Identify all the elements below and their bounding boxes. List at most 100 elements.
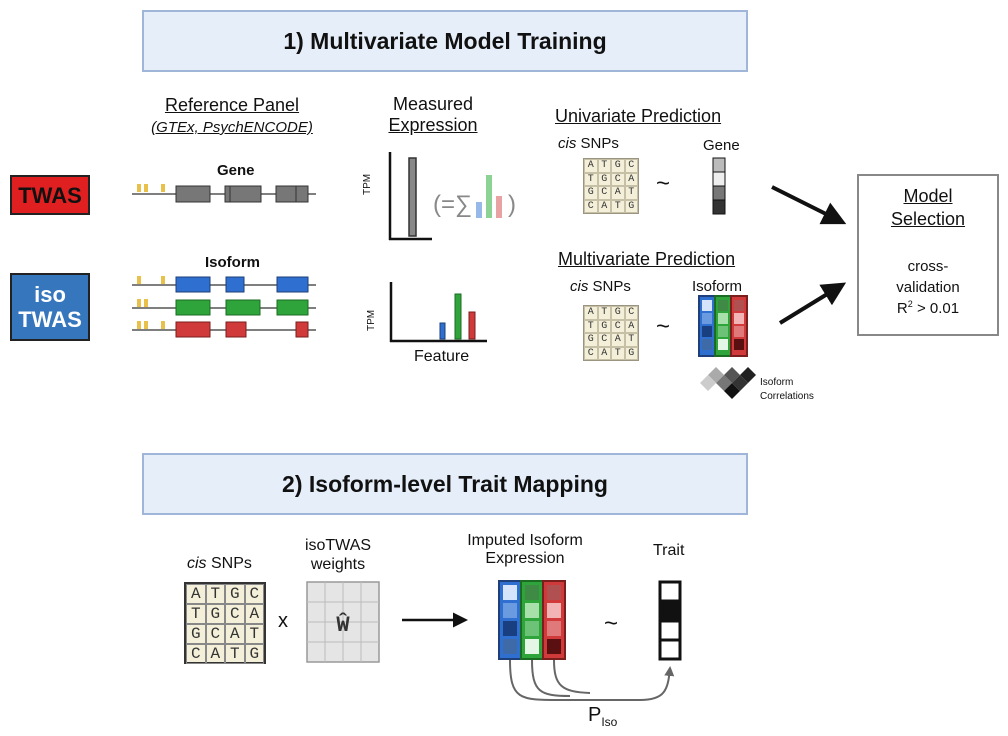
univariate-title: Univariate Prediction — [555, 106, 722, 126]
weights-matrix: Ŵ — [306, 581, 380, 663]
trait-vector — [658, 580, 682, 661]
snp-cell: T — [597, 306, 611, 320]
snp-cell: A — [186, 584, 206, 604]
snp-cell: G — [584, 186, 598, 200]
snp-cell: A — [597, 346, 611, 360]
snp-cell: C — [611, 319, 625, 333]
reference-panel-subtitle: (GTEx, PsychENCODE) — [151, 119, 313, 136]
reference-panel-title: Reference Panel — [164, 95, 300, 115]
snp-cell: T — [597, 159, 611, 173]
snp-cell: A — [584, 306, 598, 320]
iso-label-line1: iso — [34, 282, 66, 307]
snp-cell: T — [611, 199, 625, 213]
snp-cell: G — [186, 624, 206, 644]
snp-cell: C — [244, 584, 264, 604]
sum-open: (=∑ — [433, 191, 473, 218]
univariate-arrow — [771, 185, 847, 225]
gene-label: Gene — [217, 162, 255, 179]
snp-cell: C — [624, 306, 638, 320]
multivariate-arrow — [778, 282, 847, 325]
snp-cell: C — [205, 624, 225, 644]
isoform-correlations-icon — [700, 367, 756, 399]
sum-close: ) — [508, 191, 516, 218]
snp-cell: A — [624, 172, 638, 186]
imputed-isoform-matrix — [498, 580, 566, 660]
snp-cell: T — [205, 584, 225, 604]
snp-cell: G — [225, 584, 245, 604]
snp-cell: T — [225, 644, 245, 664]
univariate-gene-label: Gene — [703, 137, 740, 154]
snp-cell: C — [597, 333, 611, 347]
snp-cell: T — [186, 604, 206, 624]
twas-tag: TWAS — [10, 175, 90, 215]
mapping-cis-label: cis SNPs — [187, 555, 252, 572]
model-selection-line3: R2 > 0.01 — [896, 299, 960, 317]
tpm-axis-label-1: TPM — [362, 173, 373, 195]
gene-expression-vector — [712, 157, 726, 215]
p-iso-label: PIso — [588, 704, 618, 729]
snp-cell: A — [584, 159, 598, 173]
snp-cell: G — [597, 319, 611, 333]
section1-banner: 1) Multivariate Model Training — [142, 10, 748, 72]
model-selection-box — [857, 174, 999, 336]
iso-label-line2: TWAS — [18, 307, 82, 332]
univariate-tilde: ~ — [656, 170, 671, 197]
snp-cell: A — [244, 604, 264, 624]
snp-cell: A — [225, 624, 245, 644]
times-sign: x — [278, 610, 288, 632]
snp-cell: C — [225, 604, 245, 624]
tpm-axis-label-2: TPM — [366, 309, 377, 331]
snp-cell: G — [205, 604, 225, 624]
trait-label: Trait — [653, 542, 685, 559]
snp-cell: G — [611, 159, 625, 173]
snp-cell: C — [597, 186, 611, 200]
snp-cell: G — [244, 644, 264, 664]
snp-cell: A — [624, 319, 638, 333]
isoform-expression-chart — [389, 282, 487, 343]
snp-cell: C — [584, 346, 598, 360]
isoform-correlations-label-1: Isoform — [760, 377, 794, 388]
isoform-label: Isoform — [205, 254, 261, 271]
snp-cell: A — [611, 186, 625, 200]
gene-track — [132, 184, 316, 203]
feature-axis-label: Feature — [414, 348, 470, 365]
snp-cell: T — [584, 319, 598, 333]
multivariate-cis-label: cis SNPs — [570, 278, 631, 295]
isoform-expression-matrix — [698, 295, 748, 357]
section1-title: 1) Multivariate Model Training — [283, 27, 607, 54]
univariate-cis-label: cis SNPs — [558, 135, 619, 152]
imputed-label-2: Expression — [485, 550, 565, 567]
snp-cell: T — [624, 186, 638, 200]
isoform-tracks — [132, 276, 316, 338]
model-selection-line1: cross- — [907, 258, 949, 275]
model-selection-title-1: Model — [903, 186, 953, 206]
snp-cell: C — [611, 172, 625, 186]
snp-cell: T — [611, 346, 625, 360]
snp-cell: C — [584, 199, 598, 213]
snp-cell: T — [624, 333, 638, 347]
snp-cell: T — [584, 172, 598, 186]
snp-cell: G — [597, 172, 611, 186]
twas-label: TWAS — [18, 182, 82, 208]
imputed-label-1: Imputed Isoform — [467, 532, 583, 549]
snp-cell: T — [244, 624, 264, 644]
section2-title: 2) Isoform-level Trait Mapping — [282, 470, 608, 497]
snp-cell: A — [597, 199, 611, 213]
snp-cell: G — [624, 346, 638, 360]
association-arrows — [509, 659, 675, 701]
measured-expression-title-2: Expression — [388, 115, 478, 135]
model-selection-line2: validation — [896, 279, 960, 296]
section2-banner: 2) Isoform-level Trait Mapping — [142, 453, 748, 515]
multivariate-isoform-label: Isoform — [692, 278, 743, 295]
isotwas-tag: iso TWAS — [10, 273, 90, 341]
snp-cell: C — [624, 159, 638, 173]
model-selection-title-2: Selection — [890, 209, 966, 229]
measured-expression-title-1: Measured — [392, 94, 474, 114]
weights-label-1: isoTWAS — [304, 537, 372, 554]
snp-cell: A — [205, 644, 225, 664]
w-hat-symbol: Ŵ — [336, 612, 350, 638]
snp-cell: G — [611, 306, 625, 320]
